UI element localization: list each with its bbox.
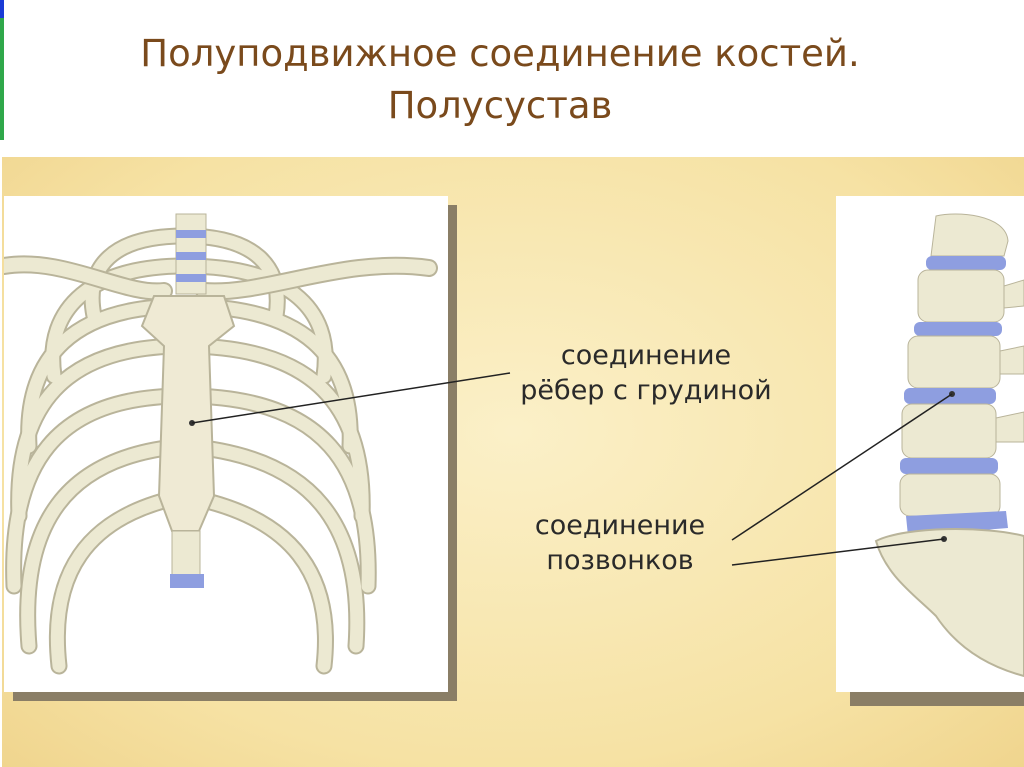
vertebrae <box>900 214 1008 536</box>
spine-illustration <box>836 196 1024 692</box>
vertebra-pointer-dot-1 <box>949 391 955 397</box>
label-vertebrae-joint: соединение позвонков <box>480 508 760 578</box>
label-vert-line-1: соединение <box>480 508 760 543</box>
label-vert-line-2: позвонков <box>480 543 760 578</box>
label-ribs-line-1: соединение <box>486 338 806 373</box>
title-line-1: Полуподвижное соединение костей. <box>0 28 1000 80</box>
rib-joint-pointer-dot <box>189 420 195 426</box>
spine-figure <box>836 196 1024 692</box>
rib-cage-illustration <box>4 196 448 692</box>
label-ribs-line-2: рёбер с грудиной <box>486 373 806 408</box>
xiphoid-process <box>170 531 204 588</box>
spine-top <box>176 214 206 294</box>
title-line-2: Полусустав <box>0 80 1000 132</box>
slide-title: Полуподвижное соединение костей. Полусус… <box>0 28 1000 132</box>
label-rib-sternum-joint: соединение рёбер с грудиной <box>486 338 806 408</box>
vertebra-pointer-dot-2 <box>941 536 947 542</box>
rib-cage-figure <box>4 196 448 692</box>
right-figure-shadow <box>850 692 1024 706</box>
sacrum <box>876 529 1024 676</box>
